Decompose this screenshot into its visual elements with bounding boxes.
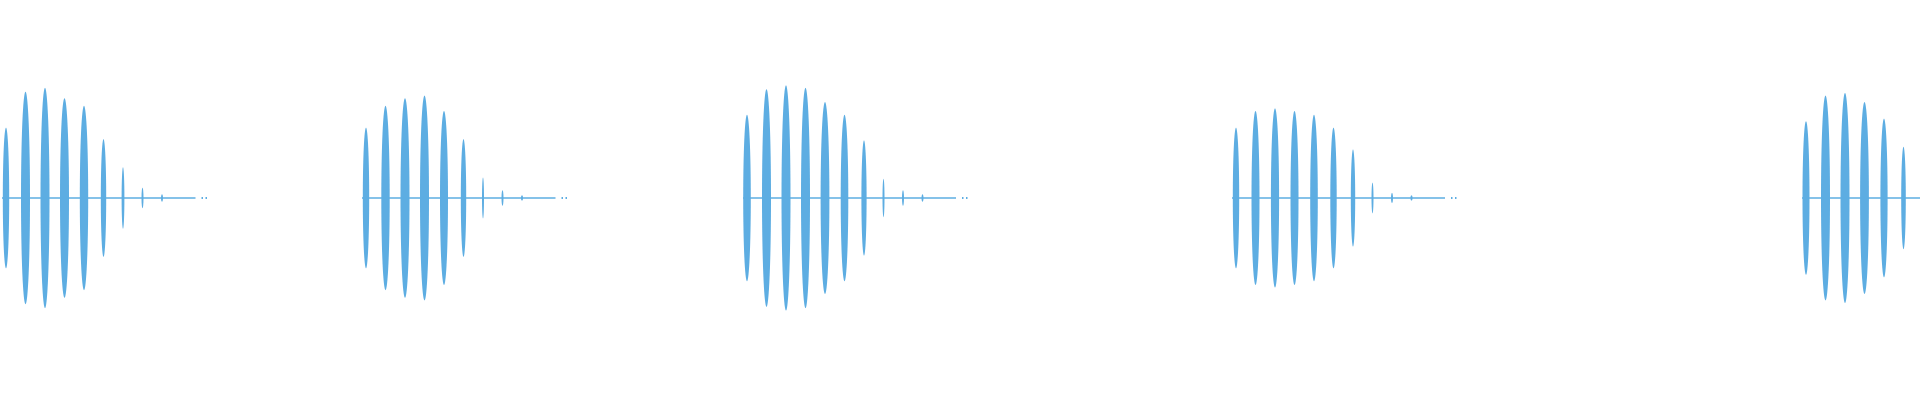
waveform-speck	[966, 197, 968, 199]
waveform-burst	[2, 87, 207, 309]
waveform-speck	[1451, 197, 1453, 199]
waveform-speck	[201, 197, 203, 199]
waveform-burst	[743, 85, 968, 311]
waveform-burst	[1232, 108, 1457, 288]
waveform-speck	[962, 197, 964, 199]
waveform-speck	[561, 197, 563, 199]
waveform-speck	[565, 197, 567, 199]
waveform-speck	[1455, 197, 1457, 199]
waveform-speck	[205, 197, 207, 199]
waveform-burst	[1802, 93, 1920, 303]
waveform-burst	[362, 95, 567, 301]
waveform-group	[2, 85, 1920, 311]
